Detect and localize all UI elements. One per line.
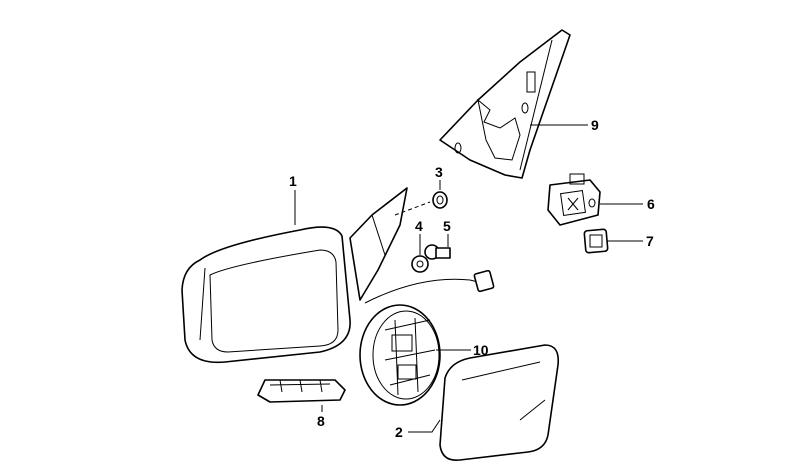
part-5-screw[interactable] (424, 244, 451, 260)
part-label-5: 5 (443, 218, 451, 234)
part-3-grommet[interactable] (432, 191, 448, 209)
part-label-9: 9 (591, 117, 599, 133)
part-10-mirror-motor[interactable] (359, 304, 441, 406)
part-label-10: 10 (473, 342, 489, 358)
part-8-bracket[interactable] (257, 379, 346, 403)
part-9-mirror-base[interactable] (439, 29, 571, 179)
part-6-mirror-switch[interactable] (547, 173, 601, 226)
part-label-7: 7 (646, 233, 654, 249)
part-1-mirror-housing[interactable] (181, 187, 408, 364)
part-label-1: 1 (289, 173, 297, 189)
part-label-2: 2 (395, 424, 403, 440)
part-4-washer[interactable] (411, 255, 429, 273)
part-label-8: 8 (317, 413, 325, 429)
connector-plug[interactable] (473, 269, 495, 293)
part-label-6: 6 (647, 196, 655, 212)
part-2-mirror-glass[interactable] (439, 344, 560, 462)
part-7-switch-cap[interactable] (583, 228, 609, 254)
part-label-3: 3 (435, 164, 443, 180)
part-label-4: 4 (415, 218, 423, 234)
